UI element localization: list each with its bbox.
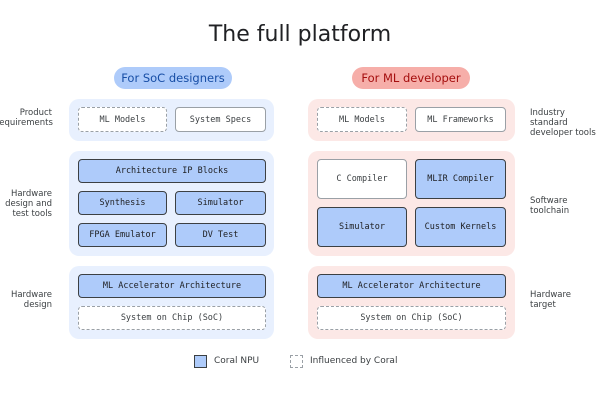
label-line: requirements	[0, 118, 53, 128]
legend-npu-swatch	[194, 355, 207, 368]
soc-designers-header: For SoC designers	[114, 67, 232, 89]
label-line: toolchain	[530, 206, 570, 216]
soc-system-specs-box: System Specs	[175, 107, 266, 132]
ml-simulator-box: Simulator	[317, 207, 407, 247]
label-line: Hardware	[10, 189, 52, 199]
soc-system-on-chip-box: System on Chip (SoC)	[78, 306, 266, 330]
ml-frameworks-box: ML Frameworks	[415, 107, 506, 132]
ml-developer-header: For ML developer	[352, 67, 470, 89]
diagram-title: The full platform	[208, 22, 392, 47]
ml-accelerator-box: ML Accelerator Architecture	[317, 274, 506, 298]
label-line: target	[530, 300, 556, 310]
label-line: design	[23, 300, 52, 310]
label-hardware-target: Hardware target	[530, 290, 600, 310]
legend-influenced-label: Influenced by Coral	[310, 356, 398, 366]
label-line: Industry standard	[530, 108, 568, 128]
label-hardware-design: Hardware design	[0, 290, 52, 310]
ml-system-on-chip-box: System on Chip (SoC)	[317, 306, 506, 330]
label-line: test tools	[12, 209, 52, 219]
legend-npu-label: Coral NPU	[214, 356, 260, 366]
label-line: developer tools	[530, 128, 596, 138]
label-industry-dev-tools: Industry standard developer tools	[530, 108, 600, 138]
architecture-ip-blocks-box: Architecture IP Blocks	[78, 159, 266, 183]
c-compiler-box: C Compiler	[317, 159, 407, 199]
label-line: Product	[19, 108, 52, 118]
soc-simulator-box: Simulator	[175, 191, 266, 215]
label-hardware-tools: Hardware design and test tools	[0, 189, 52, 219]
soc-ml-accelerator-box: ML Accelerator Architecture	[78, 274, 266, 298]
synthesis-box: Synthesis	[78, 191, 167, 215]
label-line: Hardware	[530, 290, 572, 300]
mlir-compiler-box: MLIR Compiler	[415, 159, 506, 199]
legend-influenced-swatch	[290, 355, 303, 368]
custom-kernels-box: Custom Kernels	[415, 207, 506, 247]
label-line: Software	[530, 196, 568, 206]
label-product-requirements: Product requirements	[0, 108, 53, 128]
ml-models-box: ML Models	[317, 107, 407, 132]
fpga-emulator-box: FPGA Emulator	[78, 223, 167, 247]
label-software-toolchain: Software toolchain	[530, 196, 600, 216]
soc-ml-models-box: ML Models	[78, 107, 167, 132]
dv-test-box: DV Test	[175, 223, 266, 247]
label-line: design and	[5, 199, 52, 209]
label-line: Hardware	[10, 290, 52, 300]
